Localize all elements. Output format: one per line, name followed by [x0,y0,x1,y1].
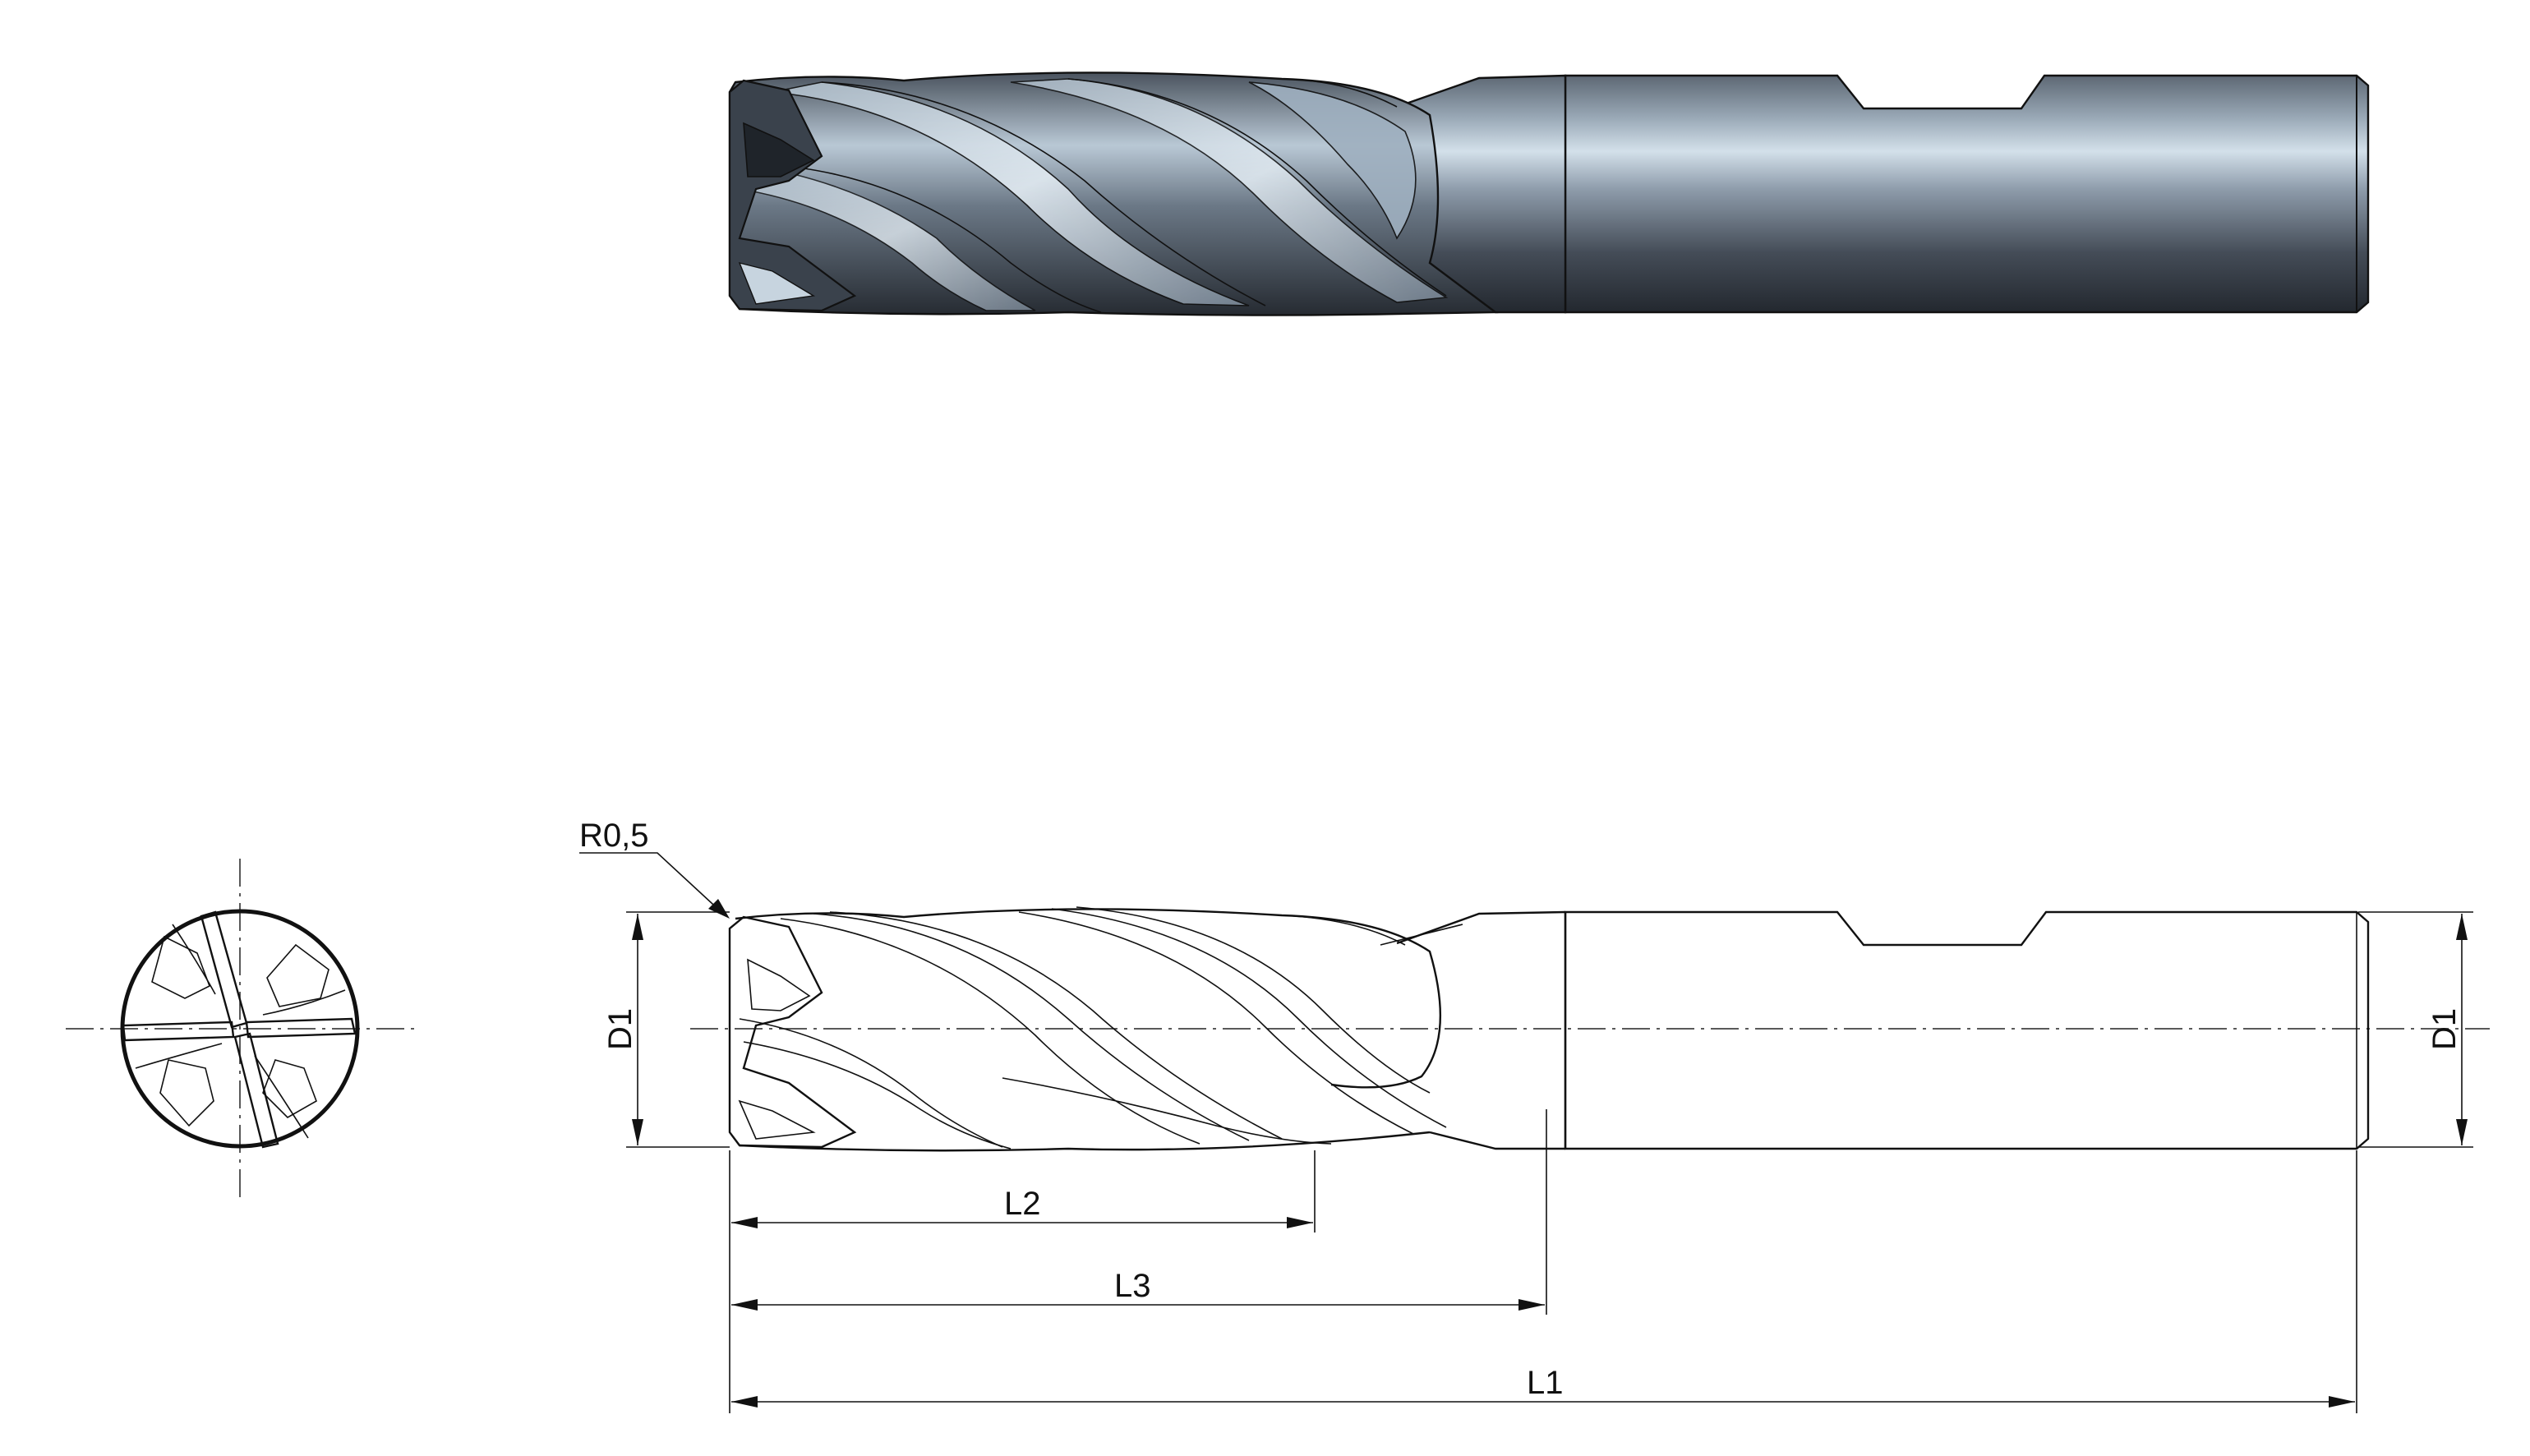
end-view-gash-4 [159,1059,214,1127]
side-view-helix-5 [1051,908,1447,1128]
l2-arrow-left [731,1217,758,1228]
rendered-helix-1 [772,81,1250,306]
dimensions: R0,5 D1 D1 L2 L3 L1 [579,818,2473,1413]
d1-left-label: D1 [602,1008,638,1050]
side-view-helix-7 [739,1018,1003,1148]
side-view-flute-outline [735,908,1441,1089]
rendered-tip-facet [743,122,815,177]
side-view-helix-3 [829,911,1283,1140]
end-view-lip-3 [233,1032,279,1149]
rendered-tip-facet-2 [738,261,816,305]
l3-arrow-left [731,1299,758,1311]
end-view-rake-1 [172,924,216,995]
rendered-helix-edge-b [821,81,1266,306]
side-view-neck [1396,910,1566,945]
end-view-lip-2 [245,1017,357,1039]
l1-arrow-left [731,1396,758,1408]
side-view-tip [728,915,857,1149]
rendered-helix-edge-a [763,164,1102,313]
side-view-shank [1564,910,2370,1150]
rendered-shank [1564,74,2370,314]
l3-label: L3 [1114,1268,1151,1304]
d1-right-arrow-bottom [2456,1119,2468,1145]
l1-label: L1 [1527,1365,1564,1401]
end-view [66,859,419,1204]
d1-left-arrow-top [632,914,643,940]
end-view-rake-2 [262,989,346,1016]
end-view-gash-1 [151,935,211,999]
end-view-outer-circle [120,909,360,1149]
rendered-helix-edge-c [1067,78,1447,297]
side-view-helix-9 [1002,1077,1332,1145]
side-view-helix-6 [1076,906,1431,1094]
side-view-neck-line [1380,924,1463,946]
side-view-helix-2 [813,913,1250,1141]
l2-label: L2 [1004,1186,1041,1222]
rendered-helix-2 [1010,78,1449,303]
side-view-flute-bottom [739,1131,1431,1152]
radius-label: R0,5 [579,818,649,854]
side-view-helix-1 [780,918,1200,1145]
rendered-helix-4 [1248,81,1417,240]
l1-arrow-right [2329,1396,2355,1408]
radius-leader-arrow [708,899,730,919]
side-view-helix-4 [1018,911,1414,1135]
side-view-helix-10 [1281,915,1406,946]
end-view-gash-2 [266,943,329,1007]
end-view-lip-4 [122,1021,235,1042]
side-view [690,906,2490,1152]
l3-arrow-right [1518,1299,1545,1311]
end-view-gash-3 [262,1059,317,1118]
rendered-helix-edge-d [1281,78,1398,108]
rendered-helix-3 [739,164,1036,311]
d1-left-arrow-bottom [632,1119,643,1145]
l2-arrow-right [1287,1217,1313,1228]
side-view-helix-8 [743,1041,1012,1150]
side-view-neck-lower [1429,1131,1565,1150]
d1-right-arrow-top [2456,914,2468,940]
d1-right-label: D1 [2426,1008,2463,1050]
radius-leader [579,852,724,915]
end-view-rake-4 [135,1043,223,1069]
side-view-tip-facet [747,958,811,1011]
end-view-rake-3 [254,1055,309,1139]
side-view-tip-facet-2 [738,1099,816,1140]
rendered-end-mill [728,71,2370,316]
